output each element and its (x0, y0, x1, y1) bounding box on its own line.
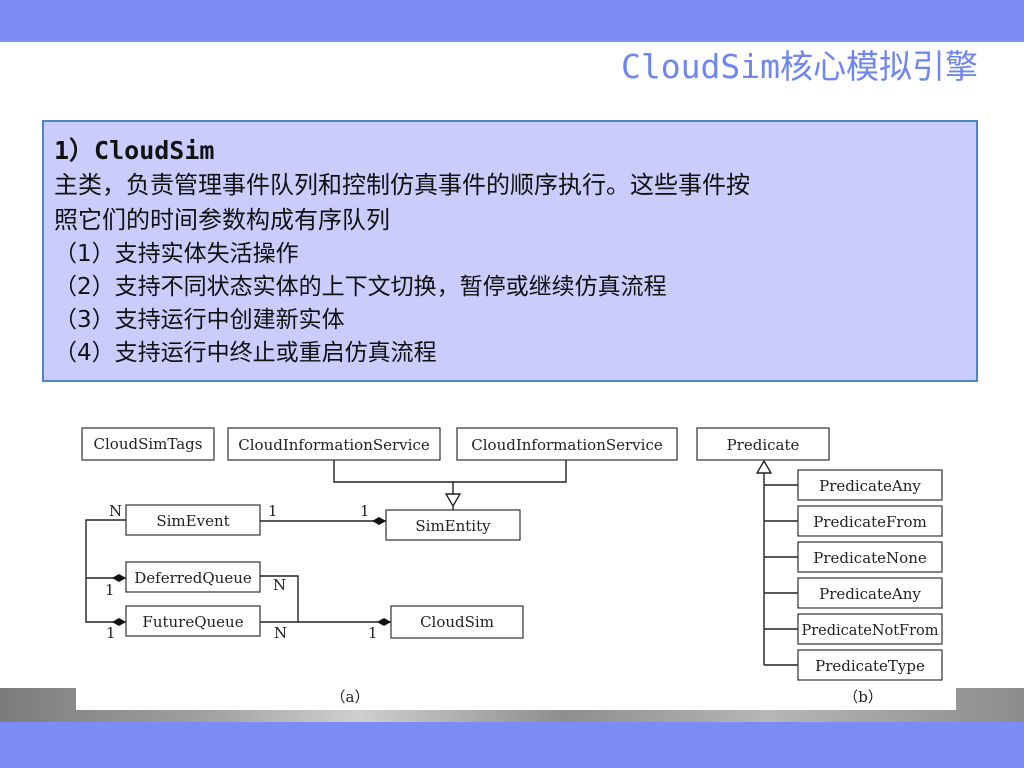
predicate-child-5: PredicateNotFrom (764, 613, 943, 645)
box-simentity-label: SimEntity (415, 517, 491, 535)
mult-deferred-right: N (273, 576, 286, 594)
mult-simevent-right: 1 (268, 502, 278, 520)
box-cloudinformationservice-2: CloudInformationService (456, 427, 678, 461)
predicate-child-2: PredicateFrom (764, 505, 943, 537)
mult-future-left: 1 (106, 624, 116, 642)
mult-simentity-left: 1 (360, 502, 370, 520)
predicate-child-4-label: PredicateAny (819, 585, 921, 603)
uml-diagram-panel: CloudSimTags CloudInformationService Clo… (76, 402, 956, 710)
box-futurequeue-label: FutureQueue (142, 613, 243, 631)
content-description-line-1: 主类，负责管理事件队列和控制仿真事件的顺序执行。这些事件按 (54, 171, 750, 199)
box-cloudinformationservice-2-label: CloudInformationService (471, 436, 663, 454)
association-deferredqueue-cloudsim (260, 575, 299, 622)
box-deferredqueue-label: DeferredQueue (134, 569, 252, 587)
caption-a: （a） (331, 688, 370, 706)
box-simevent-label: SimEvent (156, 512, 229, 530)
content-item-4: （4）支持运行中终止或重启仿真流程 (54, 340, 437, 366)
box-simevent: SimEvent (125, 504, 261, 536)
predicate-child-6: PredicateType (764, 649, 943, 681)
content-item-2: （2）支持不同状态实体的上下文切换，暂停或继续仿真流程 (54, 274, 667, 300)
predicate-child-3-label: PredicateNone (813, 549, 927, 567)
slide-title: CloudSim核心模拟引擎 (621, 47, 978, 86)
content-heading: 1）CloudSim (54, 136, 215, 165)
predicate-child-6-label: PredicateType (815, 657, 925, 675)
box-cloudsimtags-label: CloudSimTags (94, 435, 203, 453)
uml-diagram: CloudSimTags CloudInformationService Clo… (81, 427, 943, 706)
mult-cloudsim-left: 1 (368, 624, 378, 642)
predicate-child-4: PredicateAny (764, 577, 943, 609)
predicate-child-1-label: PredicateAny (819, 477, 921, 495)
bottom-band (0, 722, 1024, 768)
caption-b: （b） (843, 688, 883, 706)
box-cloudsimtags: CloudSimTags (81, 427, 215, 461)
box-cloudinformationservice-1: CloudInformationService (227, 427, 441, 461)
box-cloudsim: CloudSim (390, 605, 524, 639)
content-description-line-2: 照它们的时间参数构成有序队列 (54, 206, 390, 234)
mult-future-right: N (274, 624, 287, 642)
mult-simevent-left: N (109, 502, 122, 520)
box-futurequeue: FutureQueue (125, 605, 261, 637)
top-band (0, 0, 1024, 42)
inheritance-arrow-head (444, 493, 462, 508)
association-simevent-futurequeue (85, 519, 126, 626)
box-simentity: SimEntity (385, 509, 521, 541)
predicate-child-5-label: PredicateNotFrom (801, 623, 938, 639)
content-item-1: （1）支持实体失活操作 (54, 241, 299, 267)
predicate-child-1: PredicateAny (764, 469, 943, 501)
predicate-child-3: PredicateNone (764, 541, 943, 573)
box-deferredqueue: DeferredQueue (125, 561, 261, 593)
predicate-inheritance-arrow-head (755, 459, 773, 474)
box-cloudsim-label: CloudSim (420, 613, 494, 631)
mult-deferred-left: 1 (105, 581, 115, 599)
box-predicate: Predicate (696, 427, 830, 461)
content-box: 1）CloudSim 主类，负责管理事件队列和控制仿真事件的顺序执行。这些事件按… (42, 120, 978, 382)
inheritance-connector-cis (333, 460, 567, 483)
box-cloudinformationservice-1-label: CloudInformationService (238, 436, 430, 454)
content-item-3: （3）支持运行中创建新实体 (54, 307, 345, 333)
box-predicate-label: Predicate (727, 436, 800, 454)
predicate-child-2-label: PredicateFrom (813, 513, 927, 531)
